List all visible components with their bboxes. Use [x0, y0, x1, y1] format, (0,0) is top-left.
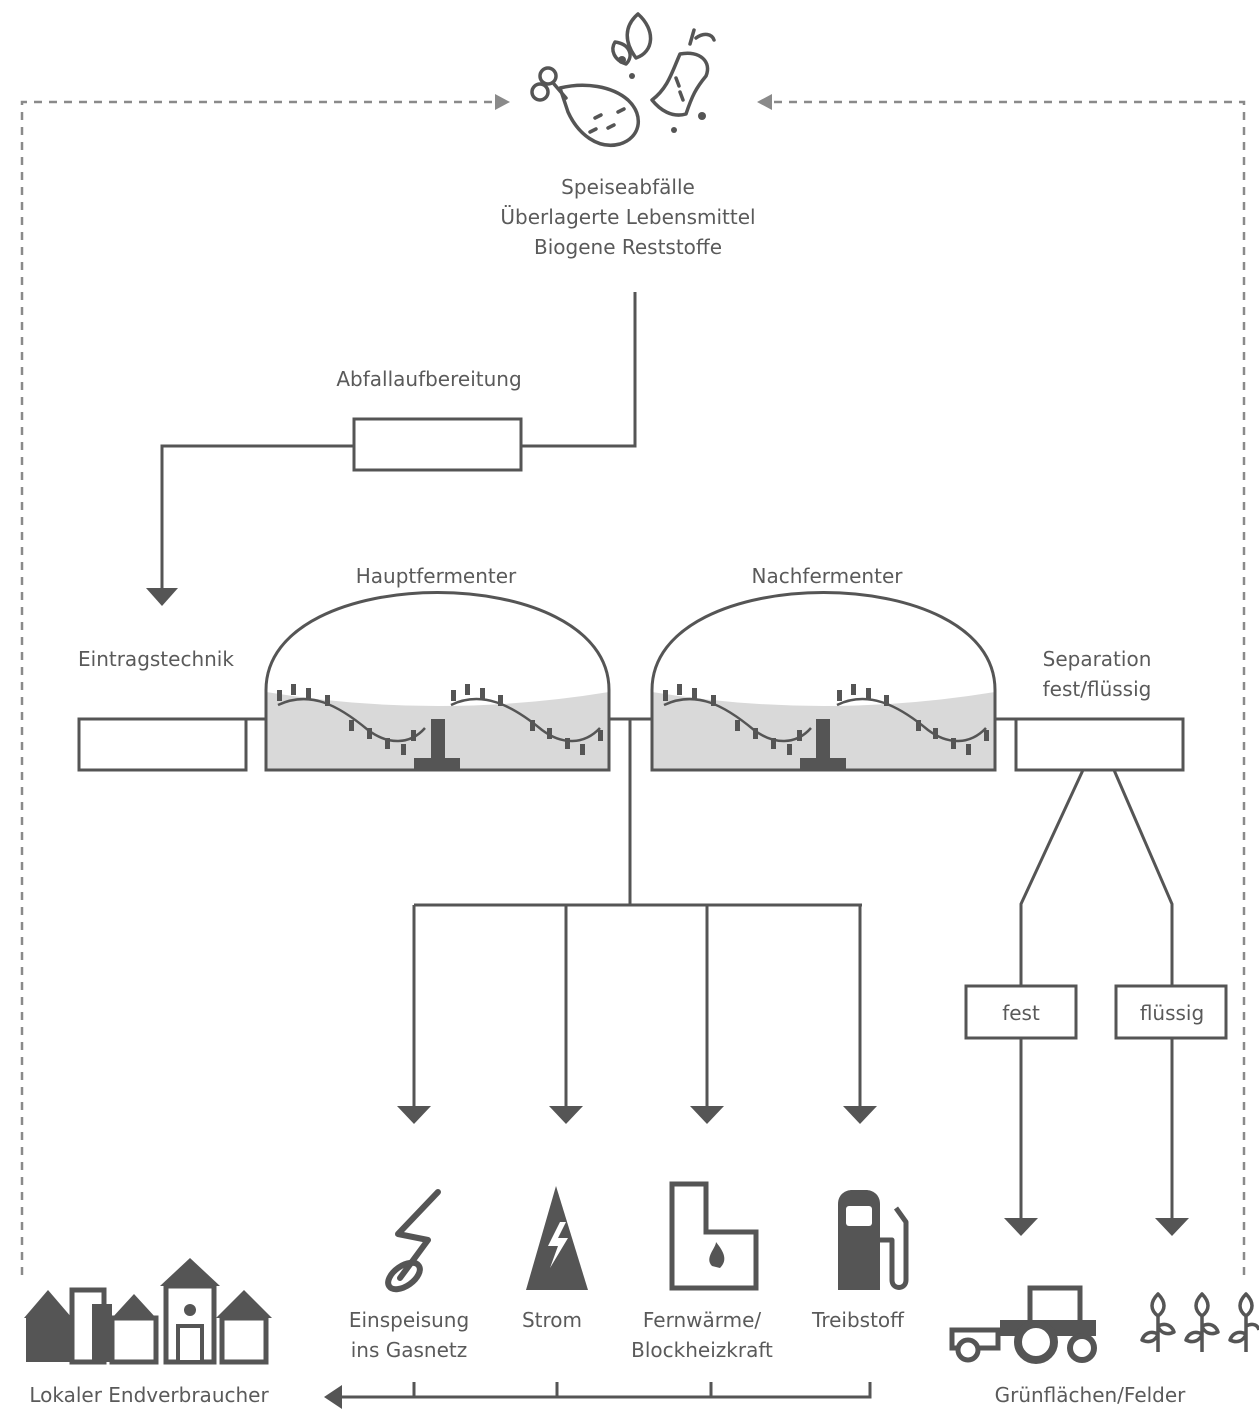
local-consumer-label: Lokaler Endverbraucher: [29, 1383, 269, 1407]
heating-plant-icon: [669, 1181, 759, 1291]
output-arrowheads: [397, 1106, 877, 1124]
power-pylon-icon: [526, 1186, 588, 1290]
separation-branches: [1019, 769, 1174, 1220]
liquid-arrowhead: [1155, 1218, 1189, 1236]
consumer-arrowhead: [324, 1385, 342, 1409]
source-line-1: Speiseabfälle: [561, 175, 695, 199]
output-gas-line-2: ins Gasnetz: [350, 1338, 468, 1362]
gas-pipe-icon: [385, 1189, 441, 1293]
liquid-label: flüssig: [1139, 1001, 1205, 1025]
feed-box: [77, 717, 248, 772]
tractor-icon: [949, 1285, 1097, 1364]
solid-label: fest: [1002, 1001, 1040, 1025]
post-fermenter-tank: [650, 591, 997, 772]
output-heat-label: Fernwärme/ Blockheizkraft: [631, 1305, 773, 1365]
fuel-pump-icon: [838, 1190, 909, 1290]
consumer-collection-line: [340, 1382, 872, 1399]
output-distribution-lines: [412, 719, 862, 1108]
dashed-feedback-lines: [20, 100, 1246, 1275]
output-gas-line-1: Einspeisung: [348, 1308, 470, 1332]
separation-line-1: Separation: [1042, 647, 1152, 671]
food-crumbs: [618, 56, 706, 133]
dashed-arrowhead-right: [757, 94, 772, 110]
output-power-label: Strom: [521, 1308, 583, 1332]
output-gas-label: Einspeisung ins Gasnetz: [349, 1305, 469, 1365]
prep-flow-lines: [160, 292, 637, 590]
fields-label: Grünflächen/Felder: [994, 1383, 1186, 1407]
feed-arrowhead: [146, 588, 178, 606]
solid-arrowhead: [1004, 1218, 1038, 1236]
food-waste-icon: [530, 12, 716, 147]
main-fermenter-label: Hauptfermenter: [355, 564, 517, 588]
solid-box: [964, 984, 1078, 1040]
post-fermenter-label: Nachfermenter: [751, 564, 903, 588]
separation-box: [1014, 717, 1185, 772]
source-line-2: Überlagerte Lebensmittel: [500, 205, 756, 229]
separation-label: Separation fest/flüssig: [1043, 644, 1152, 704]
feed-label: Eintragstechnik: [78, 647, 234, 671]
village-icon: [24, 1258, 272, 1365]
main-fermenter-tank: [264, 591, 611, 772]
output-heat-line-1: Fernwärme/: [642, 1308, 762, 1332]
source-line-3: Biogene Reststoffe: [534, 235, 722, 259]
output-heat-line-2: Blockheizkraft: [631, 1338, 773, 1362]
source-label: Speiseabfälle Überlagerte Lebensmittel B…: [500, 172, 755, 262]
separation-line-2: fest/flüssig: [1042, 677, 1152, 701]
output-fuel-label: Treibstoff: [812, 1308, 904, 1332]
waste-prep-label: Abfallaufbereitung: [336, 367, 522, 391]
waste-prep-box: [352, 417, 523, 472]
plants-icon: [1140, 1292, 1259, 1352]
dashed-arrowhead-left: [495, 94, 510, 110]
liquid-box: [1114, 984, 1228, 1040]
